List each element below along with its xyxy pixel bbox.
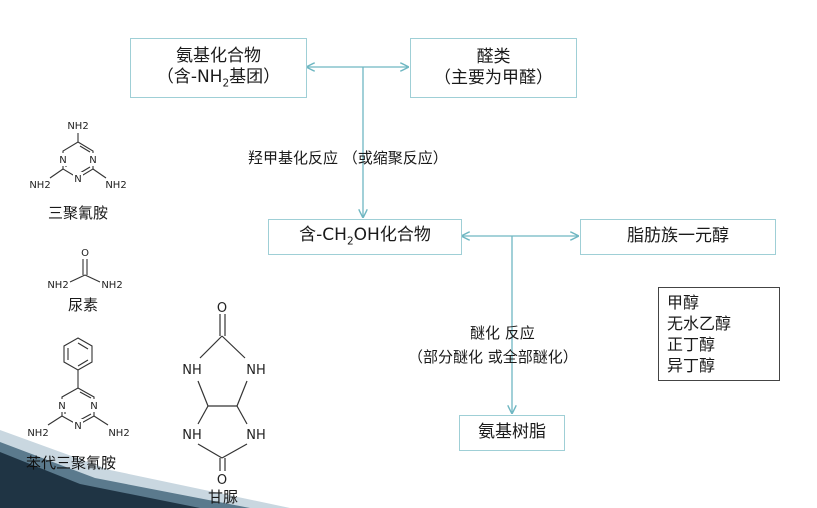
melamine-amine: NH2 bbox=[67, 121, 88, 132]
glycoluril-structure: O NH NH NH NH O bbox=[182, 301, 266, 488]
benzoguanamine-ring-n: N bbox=[74, 421, 81, 432]
hydroxymethylation-label: 羟甲基化反应 （或缩聚反应） bbox=[248, 149, 448, 167]
aldehyde-box: 醛类 （主要为甲醛） bbox=[410, 38, 577, 98]
aldehyde-line2: （主要为甲醛） bbox=[434, 68, 553, 88]
glycoluril-oxygen: O bbox=[217, 301, 227, 316]
amino-line2: （含-NH2基团） bbox=[156, 66, 281, 90]
hydroxymethyl-text: 含-CH2OH化合物 bbox=[299, 225, 431, 248]
benzoguanamine-amine: NH2 bbox=[27, 428, 48, 439]
amino-line1: 氨基化合物 bbox=[176, 45, 261, 66]
glycoluril-nh: NH bbox=[182, 428, 202, 443]
melamine-name: 三聚氰胺 bbox=[48, 204, 109, 222]
urea-structure: O NH2 NH2 bbox=[47, 248, 122, 291]
urea-amine: NH2 bbox=[47, 280, 68, 291]
etherification-label-1: 醚化 反应 bbox=[470, 324, 535, 342]
melamine-amine: NH2 bbox=[29, 180, 50, 191]
etherification-label-2: （部分醚化 或全部醚化） bbox=[408, 348, 578, 366]
glycoluril-nh: NH bbox=[182, 363, 202, 378]
benzoguanamine-ring-n: N bbox=[90, 401, 97, 412]
amino-compound-box: 氨基化合物 （含-NH2基团） bbox=[130, 38, 307, 98]
amino-resin-text: 氨基树脂 bbox=[478, 422, 546, 443]
glycoluril-nh: NH bbox=[246, 428, 266, 443]
alcohol-item: 无水乙醇 bbox=[667, 314, 732, 334]
urea-name: 尿素 bbox=[68, 296, 99, 314]
benzoguanamine-ring-n: N bbox=[58, 401, 65, 412]
glycoluril-nh: NH bbox=[246, 363, 266, 378]
melamine-amine: NH2 bbox=[105, 180, 126, 191]
alcohol-list-box: 甲醇 无水乙醇 正丁醇 异丁醇 bbox=[658, 287, 780, 381]
melamine-structure: N N N NH2 NH2 NH2 bbox=[29, 121, 126, 191]
glycoluril-oxygen: O bbox=[217, 473, 227, 488]
fatty-alcohol-text: 脂肪族一元醇 bbox=[627, 226, 729, 247]
amino-resin-box: 氨基树脂 bbox=[459, 415, 565, 451]
aldehyde-line1: 醛类 bbox=[476, 46, 511, 67]
melamine-ring-n: N bbox=[59, 155, 66, 166]
urea-amine: NH2 bbox=[101, 280, 122, 291]
benzoguanamine-amine: NH2 bbox=[108, 428, 129, 439]
alcohol-item: 甲醇 bbox=[667, 293, 700, 312]
urea-oxygen: O bbox=[81, 248, 89, 259]
benzoguanamine-structure: N N N NH2 NH2 bbox=[27, 337, 130, 439]
fatty-alcohol-box: 脂肪族一元醇 bbox=[580, 219, 776, 255]
benzoguanamine-name: 苯代三聚氰胺 bbox=[26, 454, 117, 472]
alcohol-item: 正丁醇 bbox=[667, 335, 716, 355]
melamine-ring-n: N bbox=[89, 155, 96, 166]
hydroxymethyl-box: 含-CH2OH化合物 bbox=[268, 219, 462, 255]
melamine-ring-n: N bbox=[74, 174, 81, 185]
glycoluril-name: 甘脲 bbox=[208, 488, 239, 506]
alcohol-item: 异丁醇 bbox=[667, 356, 716, 376]
